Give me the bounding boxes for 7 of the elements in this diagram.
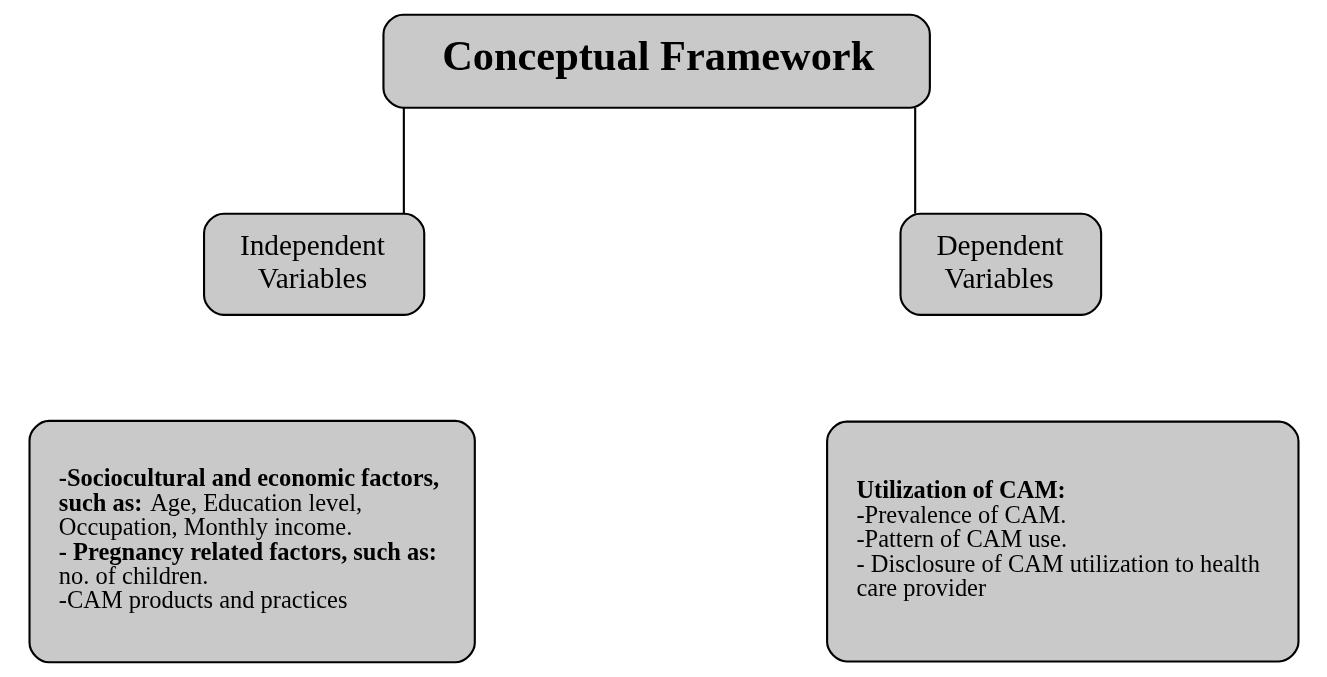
node-box: Independent Variables <box>202 212 425 316</box>
node-box: Utilization of CAM: -Prevalence of CAM. -Pattern of CAM use. - Disclosure of CAM utilization to health care provider <box>825 420 1300 663</box>
node-box: Conceptual Framework <box>381 13 931 109</box>
node-box: -Sociocultural and economic factors, such as: Age, Education level, Occupation, Monthly income. - Pregnancy related factors, such as: no. of children. -CAM products and practices <box>27 419 476 664</box>
connector <box>402 107 405 214</box>
connector <box>913 107 916 214</box>
node-box: Dependent Variables <box>898 212 1102 316</box>
